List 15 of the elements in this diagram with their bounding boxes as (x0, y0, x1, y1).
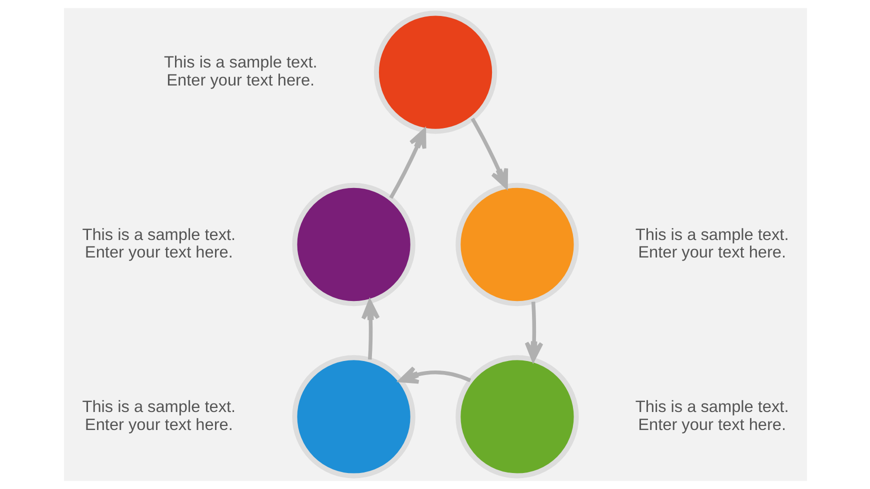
arrow (388, 128, 426, 199)
arrow (398, 366, 471, 384)
node-circle (455, 355, 578, 478)
arrow (360, 300, 380, 360)
node-label: This is a sample text. Enter your text here. (634, 398, 788, 434)
node-circle (373, 10, 497, 134)
node-label: This is a sample text. Enter your text here. (82, 226, 236, 262)
node-circle (292, 182, 415, 306)
arrow (524, 302, 543, 362)
node-circle (292, 355, 415, 478)
node-label: This is a sample text. Enter your text here. (82, 398, 236, 434)
node-label: This is a sample text. Enter your text here. (163, 54, 317, 90)
node-label: This is a sample text. Enter your text here. (634, 226, 788, 262)
arrow (470, 118, 508, 188)
node-circle (455, 182, 578, 306)
